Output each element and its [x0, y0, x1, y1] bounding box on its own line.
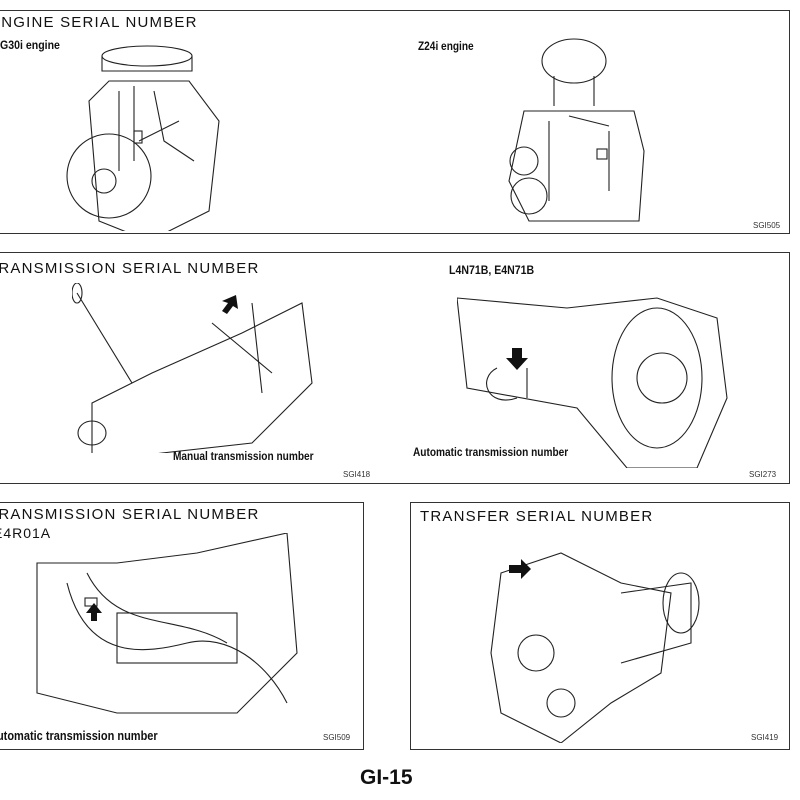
manual-transmission-illustration — [72, 283, 313, 453]
l4n71b-e4n71b-heading: L4N71B, E4N71B — [449, 263, 535, 277]
transfer-serial-number-section: TRANSFER SERIAL NUMBER SGI419 — [410, 502, 790, 750]
section-title: TRANSMISSION SERIAL NUMBER — [0, 260, 260, 277]
figure-code: SGI419 — [751, 733, 779, 742]
vg30i-engine-illustration — [66, 45, 220, 231]
transfer-case-illustration — [490, 552, 700, 743]
transmission-serial-number-section: TRANSMISSION SERIAL NUMBER L4N71B, E4N71… — [0, 252, 790, 484]
figure-code: SGI509 — [323, 733, 351, 742]
manual-transmission-caption: Manual transmission number — [173, 451, 314, 463]
section-title: TRANSFER SERIAL NUMBER — [420, 508, 654, 525]
automatic-transmission-illustration — [457, 297, 728, 468]
section-title: TRANSMISSION SERIAL NUMBER — [0, 506, 260, 523]
z24i-engine-illustration — [508, 38, 645, 222]
e4r01a-model: E4R01A — [0, 525, 52, 541]
z24i-engine-caption: Z24i engine — [418, 41, 474, 53]
section-title: ENGINE SERIAL NUMBER — [0, 14, 198, 31]
figure-code: SGI505 — [753, 221, 781, 230]
page-number: GI-15 — [360, 766, 413, 789]
e4r01a-transmission-illustration — [36, 533, 298, 714]
engine-serial-number-section: ENGINE SERIAL NUMBER VG30i engine Z24i e… — [0, 10, 790, 234]
manual-figure-code: SGI418 — [343, 470, 371, 479]
automatic-transmission-caption: Automatic transmission number — [413, 447, 569, 459]
automatic-transmission-caption: Automatic transmission number — [0, 729, 158, 743]
automatic-figure-code: SGI273 — [749, 470, 777, 479]
transmission-e4r01a-section: TRANSMISSION SERIAL NUMBER E4R01A Automa… — [0, 502, 364, 750]
vg30i-engine-caption: VG30i engine — [0, 38, 60, 52]
